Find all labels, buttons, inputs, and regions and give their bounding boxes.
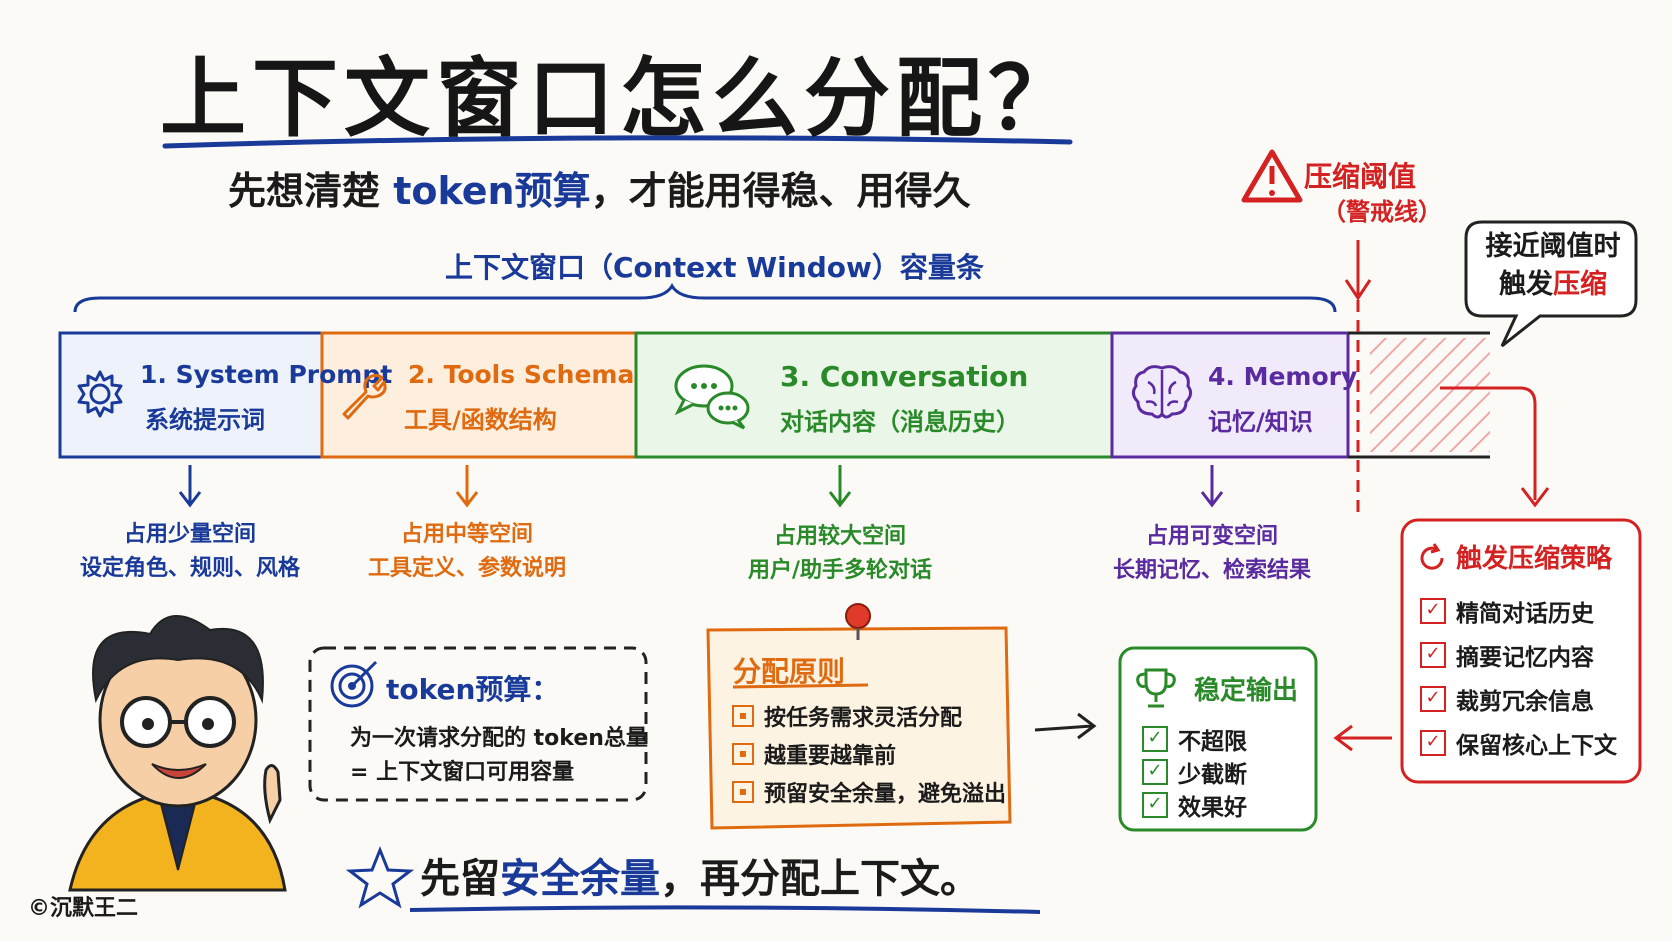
checkbox-icon: ✓ [1142,726,1168,752]
speech-bubble [1464,220,1638,348]
segment-system-desc2: 设定角色、规则、风格 [79,556,300,581]
stable-title: 稳定输出 [1194,676,1299,706]
stable-label: 少截断 [1178,762,1247,788]
token-budget-line1: 为一次请求分配的 token总量 [350,726,648,751]
bullet-square-icon: ▪ [732,705,754,727]
segment-conversation-subtitle: 对话内容（消息历史） [780,408,1020,436]
segment-system-subtitle: 系统提示词 [145,406,265,434]
wrench-icon [342,373,387,420]
bubble-line1: 接近阈值时 [1485,231,1621,262]
strategy-item: ✓ 保留核心上下文 [1420,726,1617,760]
strategy-title: 触发压缩策略 [1456,544,1613,574]
warning-icon [1241,149,1303,203]
checkbox-icon: ✓ [1420,642,1446,668]
bottom-highlight: 安全余量 [500,856,660,902]
strategy-label: 裁剪冗余信息 [1456,689,1594,715]
context-bar-label: 上下文窗口（Context Window）容量条 [445,251,984,284]
stable-item: ✓ 不超限 [1142,722,1247,756]
segment-memory-title: 4. Memory [1208,362,1358,391]
gear-icon [77,370,123,418]
principles-title: 分配原则 [733,655,846,688]
principle-item: ▪ 越重要越靠前 [732,738,896,770]
segment-tools-title: 2. Tools Schema [408,360,635,389]
segment-conversation-desc2: 用户/助手多轮对话 [747,558,933,583]
stable-item: ✓ 少截断 [1142,755,1247,789]
strategy-label: 摘要记忆内容 [1456,645,1594,671]
segment-memory-desc1: 占用可变空间 [1145,524,1278,549]
segment-conversation-desc1: 占用较大空间 [773,524,906,549]
bullet-square-icon: ▪ [732,743,754,765]
page-title: 上下文窗口怎么分配？ [160,49,1080,149]
stable-box [1118,646,1318,832]
principle-label: 越重要越靠前 [764,744,897,769]
strategy-label: 精简对话历史 [1456,601,1594,627]
bubble-line2-highlight: 压缩 [1553,269,1607,300]
trophy-icon [1136,668,1176,708]
bottom-suffix: ，再分配上下文。 [660,856,980,902]
segment-system-box [58,331,324,459]
segment-tools-subtitle: 工具/函数结构 [404,406,557,434]
segment-conversation-desc: 占用较大空间 用户/助手多轮对话 [725,520,955,588]
principle-item: ▪ 按任务需求灵活分配 [732,700,962,732]
checkbox-icon: ✓ [1142,792,1168,818]
bubble-text: 接近阈值时 触发压缩 [1478,228,1628,304]
checkbox-icon: ✓ [1420,598,1446,624]
credit: ©沉默王二 [28,896,139,921]
stable-label: 不超限 [1178,729,1247,755]
segment-memory-subtitle: 记忆/知识 [1208,408,1313,436]
segment-tools-box [320,331,638,459]
pushpin-icon [845,603,871,640]
checkbox-icon: ✓ [1420,730,1446,756]
chat-icon [674,364,750,430]
page-subtitle: 先想清楚 token预算，才能用得稳、用得久 [228,160,971,215]
segment-memory-box [1110,331,1350,459]
threshold-subtitle: （警戒线） [1322,198,1442,226]
bottom-tagline: 先留安全余量，再分配上下文。 [420,846,980,904]
brain-icon [1131,365,1193,419]
reserve-space [1370,338,1490,452]
segment-system-desc: 占用少量空间 设定角色、规则、风格 [70,518,310,586]
bullet-square-icon: ▪ [732,781,754,803]
threshold-title: 压缩阈值 [1304,160,1417,193]
checkbox-icon: ✓ [1420,686,1446,712]
segment-conversation-title: 3. Conversation [780,360,1029,393]
principles-note [706,626,1012,830]
refresh-icon [1420,543,1444,570]
principle-label: 按任务需求灵活分配 [764,706,963,731]
subtitle-highlight: token预算 [393,169,591,213]
segment-memory-desc: 占用可变空间 长期记忆、检索结果 [1094,520,1330,588]
bubble-line2-prefix: 触发 [1499,269,1553,300]
token-budget-box [308,646,648,802]
segment-system-desc1: 占用少量空间 [123,522,256,547]
subtitle-prefix: 先想清楚 [228,169,394,213]
principle-label: 预留安全余量，避免溢出 [764,782,1007,807]
token-budget-line2: = 上下文窗口可用容量 [350,760,575,785]
strategy-label: 保留核心上下文 [1456,733,1617,759]
strategy-item: ✓ 精简对话历史 [1420,594,1594,628]
subtitle-suffix: ，才能用得稳、用得久 [590,169,971,213]
stable-label: 效果好 [1178,795,1247,821]
strategy-item: ✓ 裁剪冗余信息 [1420,682,1594,716]
segment-system-title: 1. System Prompt [140,360,393,389]
segment-tools-desc2: 工具定义、参数说明 [367,556,566,581]
checkbox-icon: ✓ [1142,759,1168,785]
cartoon-character [68,614,287,892]
strategy-box [1400,518,1642,784]
bottom-prefix: 先留 [420,856,500,902]
target-icon [330,660,378,708]
strategy-item: ✓ 摘要记忆内容 [1420,638,1594,672]
segment-tools-desc1: 占用中等空间 [400,522,533,547]
context-brace [73,283,1337,313]
principle-item: ▪ 预留安全余量，避免溢出 [732,776,1006,808]
stable-item: ✓ 效果好 [1142,788,1247,822]
token-budget-title: token预算： [386,673,560,706]
bubble-line2: 触发压缩 [1478,266,1628,304]
segment-memory-desc2: 长期记忆、检索结果 [1112,558,1311,583]
segment-tools-desc: 占用中等空间 工具定义、参数说明 [352,518,582,586]
star-icon [345,845,415,909]
title-underline [162,135,1073,149]
